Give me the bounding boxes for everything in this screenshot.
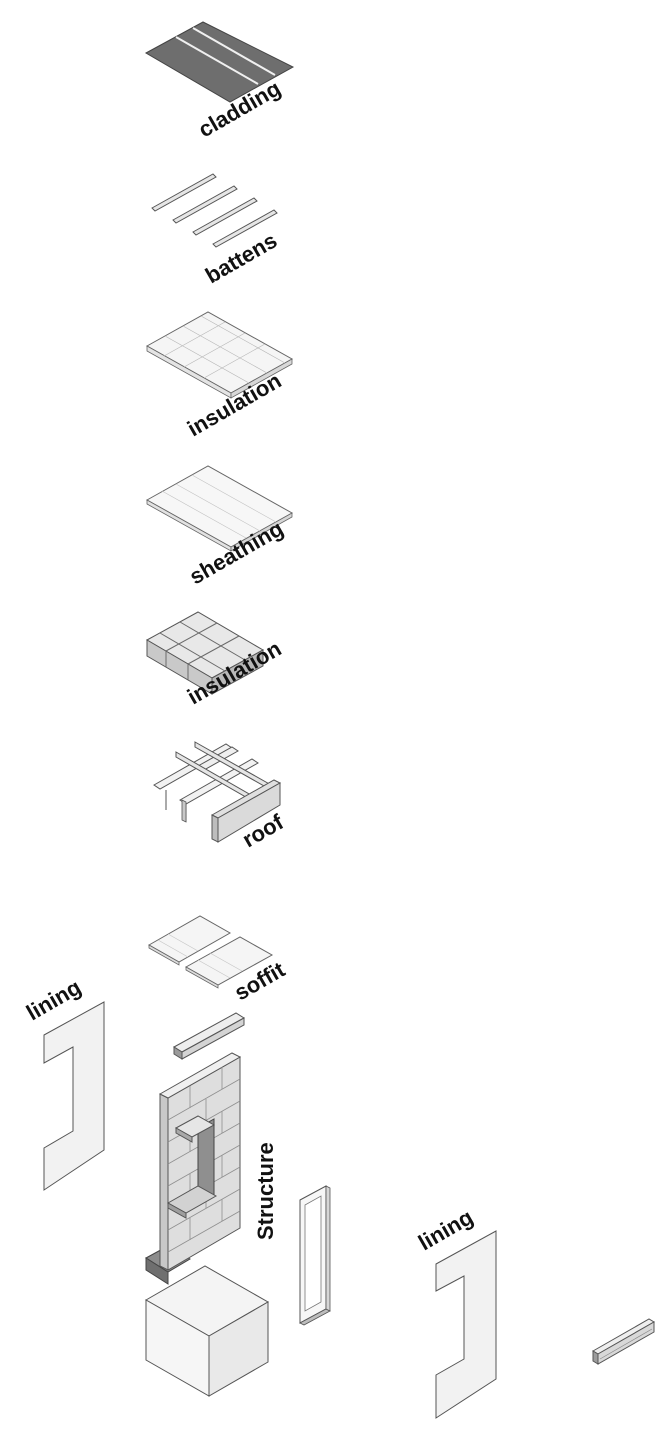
lintel-piece <box>173 1012 245 1060</box>
structure-assembly: Structure <box>144 1052 278 1397</box>
soffit-layer: soffit <box>147 915 290 1005</box>
lining-left-panel: lining <box>22 974 105 1191</box>
battens-label: battens <box>201 228 281 289</box>
window-frame <box>299 1185 331 1326</box>
roof-framing-layer: roof <box>153 741 288 852</box>
structure-label: Structure <box>253 1142 278 1240</box>
insulation-upper-layer: insulation <box>145 311 294 441</box>
insulation-lower-layer: insulation <box>145 611 285 709</box>
window-head-trim <box>592 1318 655 1365</box>
lining-right-panel: lining <box>414 1204 497 1419</box>
battens-layer: battens <box>151 173 281 289</box>
sheathing-layer: sheathing <box>145 465 294 589</box>
cladding-layer: cladding <box>144 21 295 142</box>
